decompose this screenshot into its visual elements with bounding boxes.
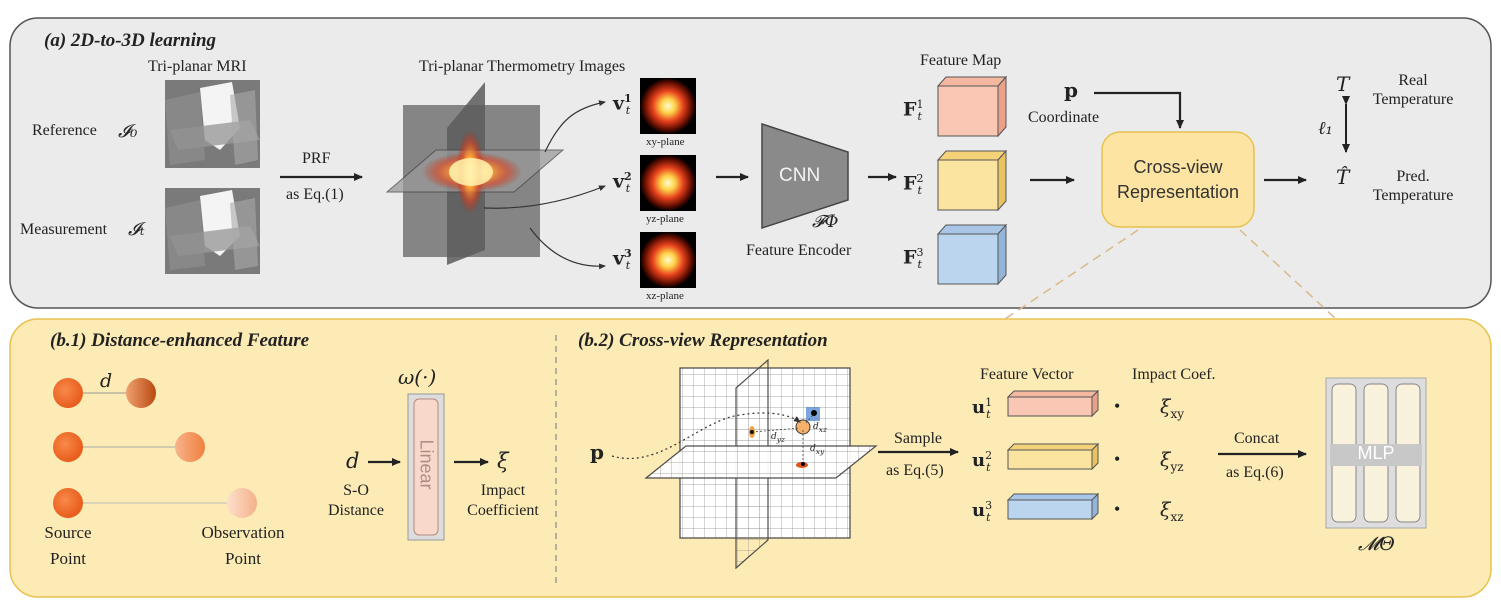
coordinate-label: Coordinate xyxy=(1028,109,1100,126)
dot-1: • xyxy=(1114,396,1121,416)
connector-xy xyxy=(544,100,606,153)
feature-vector-title: Feature Vector xyxy=(980,366,1074,383)
impact-coef-title: Impact Coef. xyxy=(1132,366,1216,383)
yz-plane-image xyxy=(640,155,696,211)
p-symbol: p xyxy=(590,440,604,464)
so-label-1: S-O xyxy=(343,482,369,499)
real-temp-label-1: Real xyxy=(1398,72,1428,89)
so-label-2: Distance xyxy=(328,502,384,519)
feature-2-symbol: F2t xyxy=(903,172,924,198)
encoder-symbol: 𝓕Φ xyxy=(812,212,839,232)
crossview-label-1: Cross-view xyxy=(1133,157,1223,177)
mri-title: Tri-planar MRI xyxy=(148,58,247,75)
feature-vector-1 xyxy=(1006,389,1100,418)
input-d-symbol: d xyxy=(346,449,360,473)
distance-balls xyxy=(53,378,257,518)
u2-symbol: u2t xyxy=(972,449,993,474)
obs-label-1: Observation xyxy=(201,523,285,542)
view-3-symbol: v3t xyxy=(613,247,632,273)
zoom-line-left xyxy=(1004,229,1139,320)
u3-symbol: u3t xyxy=(972,499,993,524)
source-label-2: Point xyxy=(50,549,86,568)
connector-xz xyxy=(529,227,606,270)
feature-map-cube-1 xyxy=(936,75,1008,138)
mlp-symbol: 𝓜Θ xyxy=(1358,533,1395,555)
real-temp-symbol: T xyxy=(1336,72,1350,96)
mri-reference-image xyxy=(165,80,260,168)
feature-vector-2 xyxy=(1006,442,1100,471)
dot-3: • xyxy=(1114,499,1121,519)
feature-map-title: Feature Map xyxy=(920,52,1002,69)
impact-label-1: Impact xyxy=(480,482,526,499)
crossview-label-2: Representation xyxy=(1116,182,1240,202)
measurement-label: Measurement xyxy=(20,221,108,238)
cnn-label: CNN xyxy=(779,165,821,186)
zoom-line-right xyxy=(1239,229,1337,320)
feature-map-cube-3 xyxy=(936,223,1008,286)
loss-symbol: ℓ₁ xyxy=(1318,118,1333,139)
impact-label-2: Coefficient xyxy=(467,502,539,519)
panel-a-background xyxy=(9,17,1492,309)
omega-symbol: ω(·) xyxy=(398,365,437,389)
pred-temp-label-1: Pred. xyxy=(1396,168,1430,185)
concat-equation: as Eq.(6) xyxy=(1226,464,1284,481)
grid-planes xyxy=(644,358,878,570)
triplanar-thermometry-planes xyxy=(385,82,565,265)
xz-plane-image xyxy=(640,232,696,288)
u1-symbol: u1t xyxy=(972,396,993,421)
prf-equation: as Eq.(1) xyxy=(286,186,344,203)
mlp-label: MLP xyxy=(1357,443,1395,463)
feature-3-symbol: F3t xyxy=(903,246,924,272)
reference-label: Reference xyxy=(32,122,97,139)
obs-label-2: Point xyxy=(225,549,261,568)
feature-1-symbol: F1t xyxy=(903,98,924,124)
view-1-symbol: v1t xyxy=(613,92,632,118)
measurement-symbol: 𝓘ₜ xyxy=(128,219,145,240)
reference-symbol: 𝓘₀ xyxy=(118,121,138,142)
panel-b2-title: (b.2) Cross-view Representation xyxy=(578,330,828,351)
encoder-label: Feature Encoder xyxy=(746,242,852,259)
coordinate-arrow xyxy=(1094,91,1184,129)
xi-xy-symbol: ξxy xyxy=(1160,396,1185,421)
real-temp-label-2: Temperature xyxy=(1372,91,1454,108)
xy-plane-label: xy-plane xyxy=(646,136,685,148)
coordinate-symbol: p xyxy=(1064,78,1078,102)
sample-label: Sample xyxy=(894,430,942,447)
panel-b1-title: (b.1) Distance-enhanced Feature xyxy=(50,330,310,351)
source-label-1: Source xyxy=(44,523,92,542)
feature-vector-3 xyxy=(1006,492,1100,521)
mri-measurement-image xyxy=(165,188,260,274)
cnn-block xyxy=(761,122,849,230)
xz-plane-label: xz-plane xyxy=(646,290,684,302)
connector-yz xyxy=(483,185,606,209)
xi-xz-symbol: ξxz xyxy=(1160,499,1184,524)
p-dotted-path xyxy=(611,412,801,459)
feature-map-cube-2 xyxy=(936,149,1008,212)
linear-label: Linear xyxy=(416,439,437,490)
sample-equation: as Eq.(5) xyxy=(886,462,944,479)
prf-label: PRF xyxy=(302,150,331,167)
panel-a-title: (a) 2D-to-3D learning xyxy=(44,30,217,51)
mlp-block xyxy=(1325,377,1427,529)
concat-label: Concat xyxy=(1234,430,1280,447)
yz-plane-label: yz-plane xyxy=(646,213,684,225)
xy-plane-image xyxy=(640,78,696,134)
dxz-label: dxz xyxy=(813,422,827,434)
xi-yz-symbol: ξyz xyxy=(1160,449,1184,474)
dot-2: • xyxy=(1114,449,1121,469)
pred-temp-label-2: Temperature xyxy=(1372,187,1454,204)
thermo-title: Tri-planar Thermometry Images xyxy=(419,58,626,75)
xi-output-symbol: ξ xyxy=(497,449,509,473)
view-2-symbol: v2t xyxy=(613,170,632,196)
crossview-box xyxy=(1101,131,1255,228)
pred-temp-symbol: T̂ xyxy=(1336,165,1350,189)
dyz-label: dyz xyxy=(771,432,785,444)
dxy-label: dxy xyxy=(810,444,825,456)
d-symbol: d xyxy=(100,370,113,392)
linear-block xyxy=(413,398,439,536)
